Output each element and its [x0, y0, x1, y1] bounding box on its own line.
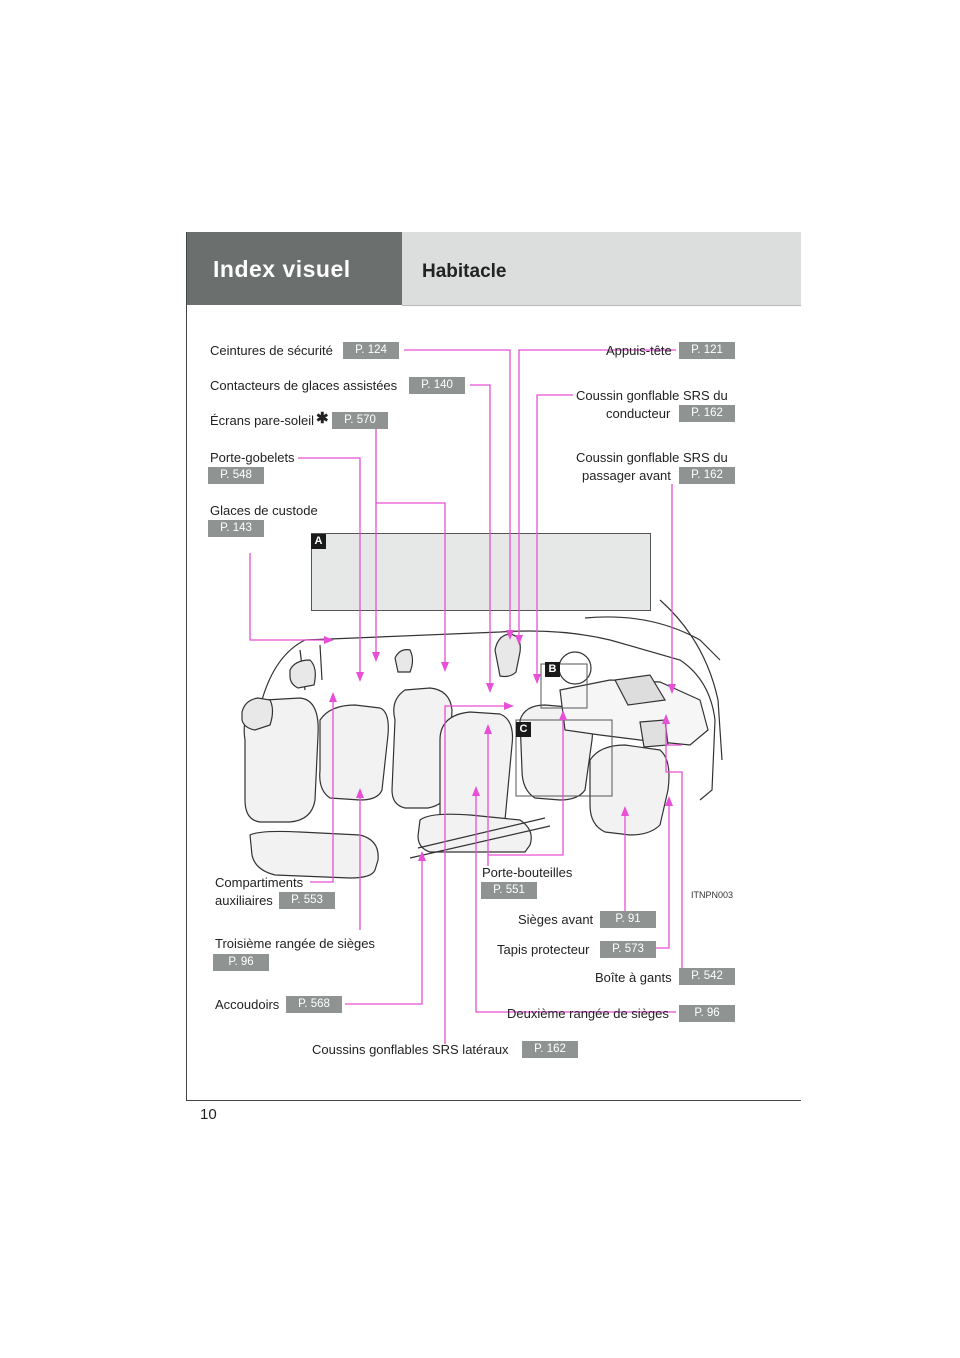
subsection-title: Habitacle	[422, 261, 507, 282]
label-bottle-holders: Porte-bouteilles	[482, 865, 573, 880]
page-ref-headrests[interactable]: P. 121	[679, 342, 735, 359]
page-ref-side-airbags[interactable]: P. 162	[522, 1041, 578, 1058]
page-ref-rear-windows[interactable]: P. 143	[208, 520, 264, 537]
leader-lines	[249, 349, 683, 1044]
box-a-panel	[311, 533, 651, 611]
section-title: Index visuel	[213, 256, 351, 282]
asterisk-icon: ✱	[316, 410, 329, 427]
page-ref-armrests[interactable]: P. 568	[286, 996, 342, 1013]
label-third-row: Troisième rangée de sièges	[215, 936, 375, 951]
subsection-header-band	[402, 232, 801, 306]
label-rear-windows: Glaces de custode	[210, 503, 318, 518]
page-number: 10	[200, 1106, 217, 1123]
label-side-airbags: Coussins gonflables SRS latéraux	[312, 1042, 509, 1057]
label-passenger-airbag-line1: Coussin gonflable SRS du	[576, 450, 728, 465]
page-ref-window-switches[interactable]: P. 140	[409, 377, 465, 394]
page-ref-seatbelts[interactable]: P. 124	[343, 342, 399, 359]
section-header-band	[187, 232, 402, 305]
page-ref-second-row[interactable]: P. 96	[679, 1005, 735, 1022]
page-ref-bottle-holders[interactable]: P. 551	[481, 882, 537, 899]
label-second-row: Deuxième rangée de sièges	[507, 1006, 669, 1021]
frame-left-border	[186, 232, 187, 1100]
label-glove-box: Boîte à gants	[595, 970, 672, 985]
label-aux-compartments-line1: Compartiments	[215, 875, 304, 890]
label-passenger-airbag-line2: passager avant	[582, 468, 671, 483]
label-headrests: Appuis-tête	[606, 343, 672, 358]
image-code: ITNPN003	[691, 890, 734, 900]
box-a-tag: A	[311, 534, 326, 549]
page-ref-driver-airbag[interactable]: P. 162	[679, 405, 735, 422]
label-driver-airbag-line2: conducteur	[606, 406, 671, 421]
page-ref-glove-box[interactable]: P. 542	[679, 968, 735, 985]
label-front-seats: Sièges avant	[518, 912, 594, 927]
page-ref-sun-visors[interactable]: P. 570	[332, 412, 388, 429]
page-ref-front-seats[interactable]: P. 91	[600, 911, 656, 928]
label-sun-visors: Écrans pare-soleil	[210, 413, 315, 428]
inset-b-frame	[540, 663, 588, 709]
page-ref-passenger-airbag[interactable]: P. 162	[679, 467, 735, 484]
label-driver-airbag-line1: Coussin gonflable SRS du	[576, 388, 728, 403]
page-ref-cup-holders[interactable]: P. 548	[208, 467, 264, 484]
label-armrests: Accoudoirs	[215, 997, 280, 1012]
label-cup-holders: Porte-gobelets	[210, 450, 295, 465]
page-ref-third-row[interactable]: P. 96	[213, 954, 269, 971]
page-ref-aux-compartments[interactable]: P. 553	[279, 892, 335, 909]
frame-bottom-border	[186, 1100, 801, 1101]
label-seatbelts: Ceintures de sécurité	[210, 343, 333, 358]
label-aux-compartments-line2: auxiliaires	[215, 893, 273, 908]
leader-arrowheads	[324, 630, 676, 861]
label-window-switches: Contacteurs de glaces assistées	[210, 378, 398, 393]
label-floor-mat: Tapis protecteur	[497, 942, 590, 957]
inset-c-tag: C	[516, 722, 531, 737]
page-ref-floor-mat[interactable]: P. 573	[600, 941, 656, 958]
inset-b-tag: B	[545, 662, 560, 677]
car-interior-drawing	[241, 599, 723, 879]
